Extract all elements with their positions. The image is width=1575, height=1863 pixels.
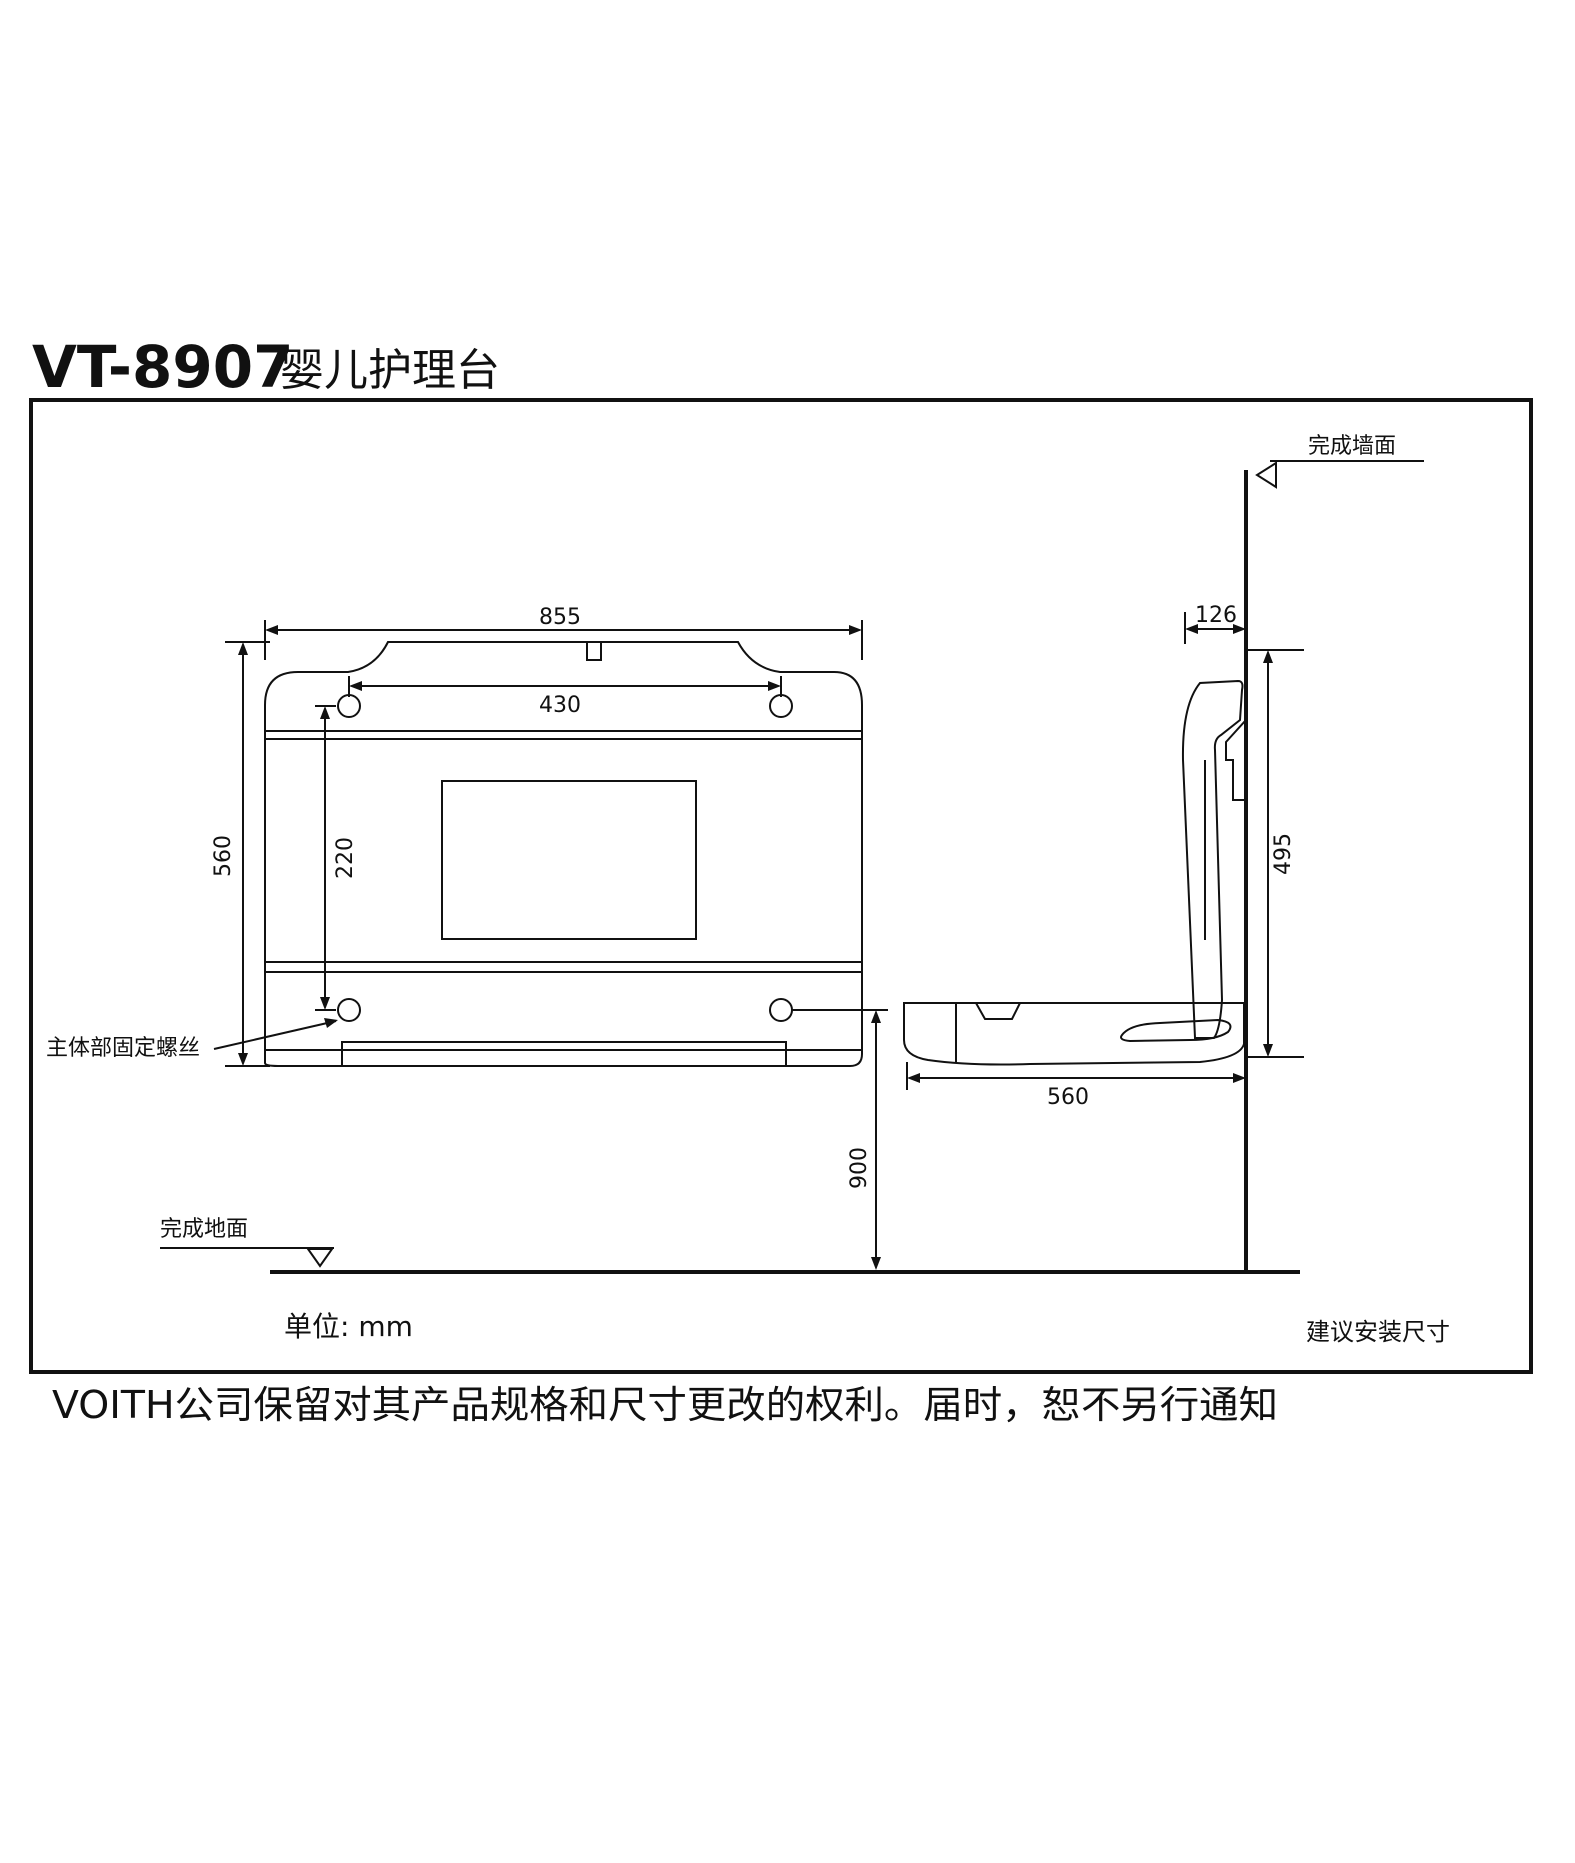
model-number: VT-8907 — [32, 333, 293, 401]
unit-label: 单位: mm — [284, 1310, 413, 1343]
floor-marker — [306, 1248, 334, 1268]
footer-disclaimer: VOITH公司保留对其产品规格和尺寸更改的权利。届时，恕不另行通知 — [52, 1383, 1278, 1427]
dimension-label-495: 495 — [1271, 833, 1296, 875]
screw-leader-arrow — [324, 1018, 338, 1028]
mounting-hole-top-right — [769, 694, 793, 718]
side-open-notch — [975, 1002, 1021, 1020]
dimension-label-126: 126 — [1195, 603, 1237, 628]
mounting-hole-bottom-left — [337, 998, 361, 1022]
dimension-430: 430 — [348, 676, 782, 718]
side-folded-inner — [1225, 717, 1247, 801]
front-center-panel — [441, 780, 697, 940]
recommended-install-label: 建议安装尺寸 — [1306, 1318, 1450, 1346]
dimension-900: 900 — [792, 1009, 888, 1270]
side-view: 完成墙面 126 495 — [903, 434, 1424, 1272]
side-open-strap — [1120, 1018, 1232, 1043]
dimension-label-855: 855 — [539, 605, 581, 630]
dimension-label-900: 900 — [847, 1147, 872, 1189]
mounting-hole-bottom-right — [769, 998, 793, 1022]
side-open-table — [903, 1002, 1245, 1066]
front-body-outline — [264, 641, 863, 1067]
screw-leader-line — [213, 1020, 337, 1050]
wall-label: 完成墙面 — [1308, 434, 1396, 459]
dimension-126: 126 — [1184, 603, 1246, 644]
side-folded-backrest — [1181, 679, 1244, 1039]
dimension-label-560-front: 560 — [211, 835, 236, 877]
front-view: 855 430 560 220 — [46, 605, 888, 1270]
dimension-495: 495 — [1246, 649, 1304, 1058]
dimension-855: 855 — [264, 605, 863, 660]
floor-reference: 完成地面 — [160, 1217, 1300, 1274]
dimension-label-430: 430 — [539, 693, 581, 718]
dimension-label-220: 220 — [333, 837, 358, 879]
dimension-560-front: 560 — [211, 641, 270, 1067]
dimension-560-side: 560 — [906, 1062, 1246, 1110]
floor-label: 完成地面 — [160, 1217, 248, 1242]
drawing-frame — [29, 398, 1533, 1374]
dimension-label-560-side: 560 — [1047, 1085, 1089, 1110]
front-top-tab — [586, 641, 602, 661]
mounting-hole-top-left — [337, 694, 361, 718]
screw-label: 主体部固定螺丝 — [46, 1036, 200, 1061]
front-bottom-strap — [341, 1041, 787, 1067]
product-name: 婴儿护理台 — [280, 345, 500, 396]
dimension-220: 220 — [315, 705, 358, 1011]
wall-marker — [1255, 461, 1277, 489]
